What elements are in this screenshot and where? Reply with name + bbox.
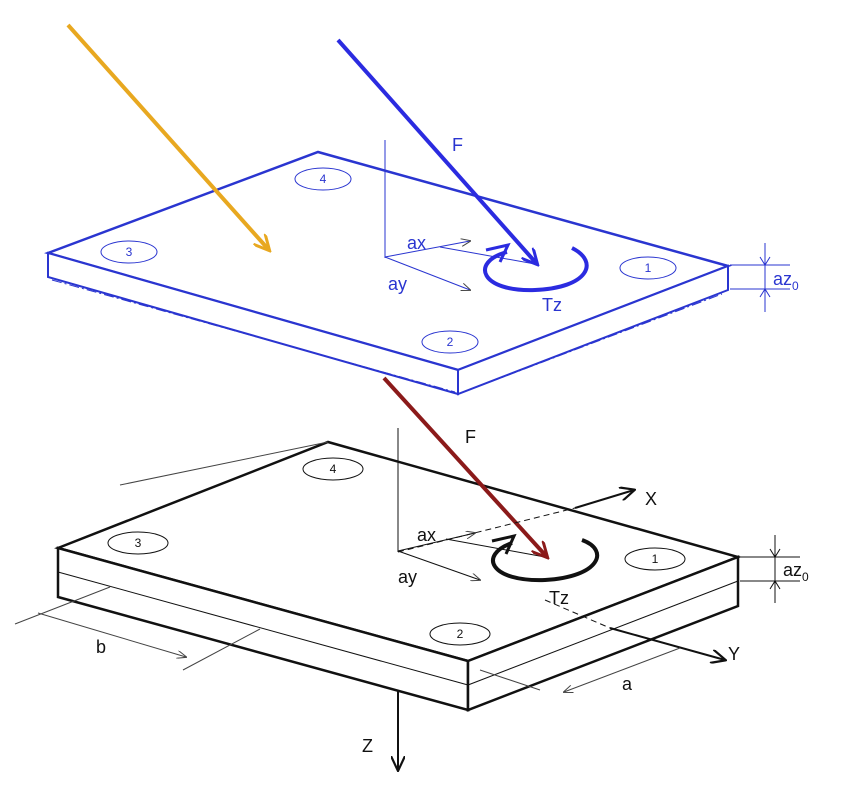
- sensor-4-label: 4: [320, 172, 327, 186]
- dim-b-line: [37, 612, 186, 657]
- bottom-ax-line: [397, 533, 475, 552]
- bottom-az-dimension: az0: [740, 535, 809, 603]
- sensor-4: [302, 457, 364, 481]
- x-axis-label: X: [645, 489, 657, 509]
- top-ax-line: [384, 241, 470, 258]
- top-plate-lower-edge: [51, 279, 456, 393]
- bottom-ay-label: ay: [398, 567, 417, 587]
- sensor-3: [107, 531, 169, 555]
- y-axis-arrow: [609, 627, 725, 660]
- bottom-offset-lines: [397, 428, 546, 580]
- top-ay-label: ay: [388, 274, 407, 294]
- top-sensors: 3 4 1 2: [100, 167, 677, 354]
- x-axis-arrow: [574, 490, 634, 509]
- top-az-dimension: az0: [730, 243, 799, 312]
- top-plate-right-edge: [489, 293, 723, 383]
- x-axis-hidden: [397, 507, 576, 553]
- sensor-3-label: 3: [135, 536, 142, 550]
- dim-b-label: b: [96, 637, 106, 657]
- sensor-2: [421, 330, 479, 354]
- sensor-2-label: 2: [457, 627, 464, 641]
- bottom-az-label: az0: [783, 560, 809, 584]
- sensor-1-label: 1: [652, 552, 659, 566]
- bottom-sensors: 3 4 1 2: [107, 457, 686, 646]
- z-axis-label: Z: [362, 736, 373, 756]
- axes: X Y Z: [362, 489, 740, 770]
- bottom-ay-line: [397, 550, 480, 580]
- bottom-ay-to-point: [445, 538, 546, 558]
- top-az-arrow-2: [759, 288, 771, 298]
- top-plate-side-face: [457, 264, 729, 396]
- sensor-4: [294, 167, 352, 191]
- top-plate: [44, 150, 732, 396]
- dim-b-ext-1: [14, 586, 111, 625]
- bottom-az-arrow-2: [769, 580, 781, 590]
- bottom-torque-label: Tz: [549, 588, 569, 608]
- bottom-ax-label: ax: [417, 525, 436, 545]
- sensor-1-label: 1: [645, 261, 652, 275]
- bottom-az-arrow-1: [769, 548, 781, 558]
- bottom-torque-arrowhead: [491, 533, 517, 555]
- top-force-label: F: [452, 135, 463, 155]
- dim-b-ext-2: [182, 628, 261, 671]
- sensor-4-label: 4: [330, 462, 337, 476]
- bottom-plate-mid-line-front: [57, 571, 469, 686]
- dimension-b: b: [14, 441, 329, 671]
- dim-b-to-plate: [119, 441, 329, 486]
- top-torque-arrowhead: [485, 242, 511, 263]
- sensor-2: [429, 622, 491, 646]
- top-torque-arc: [483, 246, 589, 293]
- y-axis-hidden: [544, 599, 611, 629]
- sensor-3: [100, 240, 158, 264]
- dimension-a: a: [479, 647, 681, 694]
- external-force-arrow: [66, 23, 269, 250]
- dim-a-line: [564, 647, 681, 692]
- top-az-label: az0: [773, 269, 799, 293]
- top-torque-label: Tz: [542, 295, 562, 315]
- y-axis-label: Y: [728, 644, 740, 664]
- top-az-arrow-1: [759, 256, 771, 266]
- top-ay-to-point: [439, 246, 536, 265]
- dim-a-label: a: [622, 674, 633, 694]
- top-offset-lines: [384, 140, 536, 290]
- bottom-force-arrow: [382, 376, 547, 557]
- top-ax-label: ax: [407, 233, 426, 253]
- bottom-force-label: F: [465, 427, 476, 447]
- sensor-1: [619, 256, 677, 280]
- dim-a-ext: [479, 669, 541, 691]
- sensor-3-label: 3: [126, 245, 133, 259]
- sensor-2-label: 2: [447, 335, 454, 349]
- top-force-arrow: [336, 38, 537, 264]
- top-ay-line: [384, 256, 470, 290]
- sensor-1: [624, 547, 686, 571]
- bottom-plate-mid-line-side: [467, 580, 739, 686]
- bottom-torque-arc: [491, 538, 600, 583]
